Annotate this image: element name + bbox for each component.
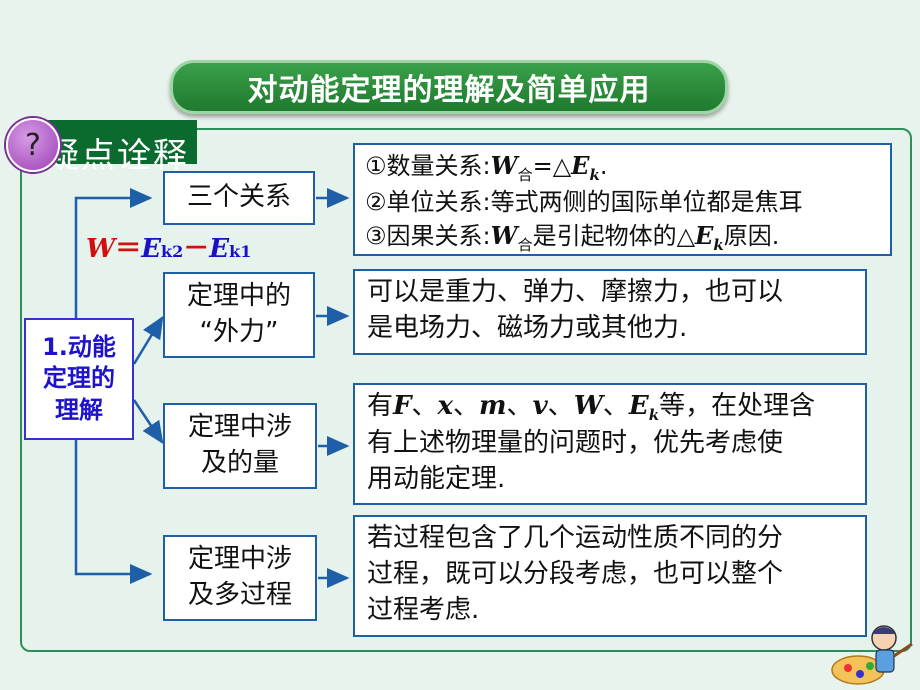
branch-box-multi-process: 定理中涉 及多过程 bbox=[163, 535, 317, 621]
detail-line: 有F、x、m、v、W、Ek等，在处理含 bbox=[367, 391, 816, 425]
work-energy-formula: W＝Ek2－Ek1 bbox=[86, 234, 252, 264]
branch-arrow-2 bbox=[132, 315, 164, 365]
detail-line: 若过程包含了几个运动性质不同的分 bbox=[367, 523, 784, 553]
root-box: 1.动能 定理的 理解 bbox=[24, 318, 134, 440]
detail-box-multi-process: 若过程包含了几个运动性质不同的分 过程，既可以分段考虑，也可以整个 过程考虑. bbox=[353, 515, 867, 637]
title-banner: 对动能定理的理解及简单应用 bbox=[170, 60, 728, 114]
trunk-line bbox=[74, 188, 153, 318]
detail-line: 可以是重力、弹力、摩擦力，也可以 bbox=[367, 277, 784, 307]
detail-line: 有上述物理量的问题时，优先考虑使 bbox=[367, 427, 784, 458]
detail-line: 过程，既可以分段考虑，也可以整个 bbox=[367, 558, 784, 589]
section-label: 疑点诠释 bbox=[45, 136, 189, 176]
student-painter-icon bbox=[831, 625, 913, 685]
detail-line: ①数量关系:W合=△Ek. bbox=[365, 151, 608, 184]
page-title: 对动能定理的理解及简单应用 bbox=[247, 73, 651, 108]
detail-line: 是电场力、磁场力或其他力. bbox=[367, 312, 688, 343]
branch-arrow-3 bbox=[132, 399, 164, 445]
detail-line: ②单位关系:等式两侧的国际单位都是焦耳 bbox=[365, 187, 803, 216]
detail-line: ③因果关系:W合是引起物体的△Ek原因. bbox=[365, 221, 780, 255]
detail-box-relations: ①数量关系:W合=△Ek. ②单位关系:等式两侧的国际单位都是焦耳 ③因果关系:… bbox=[353, 143, 892, 256]
trunk-line-lower bbox=[74, 440, 153, 584]
detail-box-quantities: 有F、x、m、v、W、Ek等，在处理含 有上述物理量的问题时，优先考虑使 用动能… bbox=[353, 383, 867, 505]
question-badge-icon: ? bbox=[6, 118, 60, 172]
branch-box-quantities: 定理中涉 及的量 bbox=[163, 403, 317, 489]
detail-line: 用动能定理. bbox=[367, 463, 506, 494]
branch-box-relations: 三个关系 bbox=[163, 171, 315, 225]
detail-box-external-force: 可以是重力、弹力、摩擦力，也可以 是电场力、磁场力或其他力. bbox=[353, 269, 867, 355]
branch-box-external-force: 定理中的 “外力” bbox=[163, 272, 315, 358]
detail-line: 过程考虑. bbox=[367, 594, 480, 625]
